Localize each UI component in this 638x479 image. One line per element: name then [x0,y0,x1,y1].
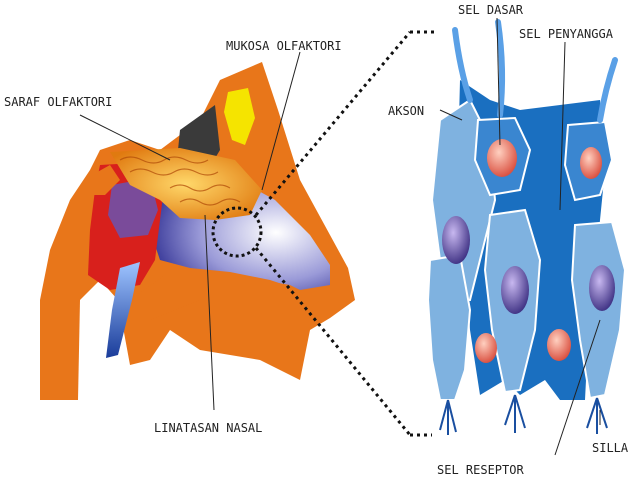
orange-notch [92,165,120,195]
nucleus-red-3 [475,333,497,363]
label-sel-dasar: SEL DASAR [458,3,524,17]
yellow-patch-top [224,88,255,145]
nucleus-red-2 [580,147,602,179]
nucleus-red-1 [487,139,517,177]
label-sel-reseptor: SEL RESEPTOR [437,463,524,477]
receptor-cell-4 [426,253,472,401]
zoom-lines [254,30,435,437]
label-saraf-olfaktori: SARAF OLFAKTORI [4,95,112,109]
right-leader-lines [439,17,601,456]
nose-cross-section [40,62,355,400]
olfactory-epithelium [426,19,627,435]
nucleus-2 [501,266,529,314]
left-leader-lines [79,51,301,411]
label-akson: AKSON [388,104,424,118]
orange-column [40,300,80,400]
axons [452,19,618,123]
purple-region [108,178,158,238]
nerve-stalk [106,262,140,358]
cilia [439,394,608,435]
nucleus-red-4 [547,329,571,361]
hard-palate [130,275,320,320]
olfactory-mucosa [110,148,262,220]
label-sel-penyangga: SEL PENYANGGA [519,27,614,41]
nucleus-3 [589,265,615,311]
label-mukosa-olfaktori: MUKOSA OLFAKTORI [226,39,342,53]
nucleus-1 [442,216,470,264]
zoom-circle [211,206,263,258]
label-linatasan-nasal: LINATASAN NASAL [154,421,262,435]
mucosa-texture [119,156,241,206]
label-silla: SILLA [592,441,629,455]
